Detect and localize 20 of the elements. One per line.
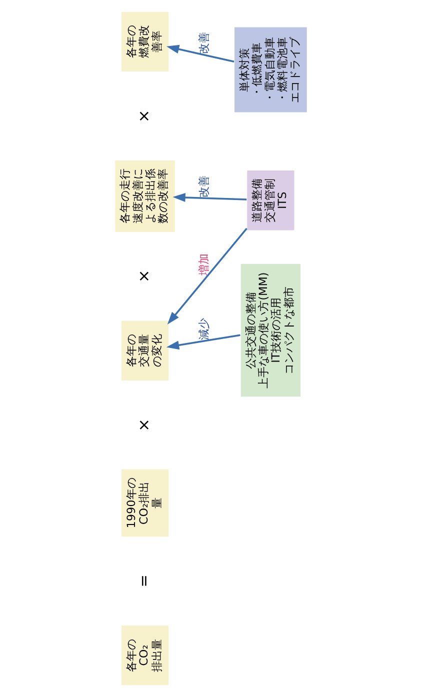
label: × <box>134 110 153 123</box>
edge-label: 改善 <box>197 175 210 198</box>
edge-label: 改善 <box>197 32 210 54</box>
node-box: 各年のCO₂排出量 <box>120 624 170 686</box>
arrow <box>166 334 240 350</box>
label: × <box>134 418 153 432</box>
arrow <box>167 228 248 324</box>
node-box: 各年の燃費改善率 <box>120 11 170 72</box>
node-box: 単体対策 ・低燃費車 ・電気自動車 ・燃料電池車 エコドライブ <box>234 26 308 113</box>
edge-label: 減少 <box>197 318 210 340</box>
node-box: 公共交通の整備 上手な車の使い方(MM) IT技術の活用 コンパクトな都市 <box>240 263 302 398</box>
arrow <box>166 44 234 62</box>
edge-label: 増加 <box>197 253 210 276</box>
arrow <box>172 193 247 202</box>
label: = <box>134 574 153 588</box>
node-box: 各年の走行速度改善による排出係数の改善率 <box>114 160 176 233</box>
node-box: 1990年のCO₂排出量 <box>120 468 170 538</box>
node-box: 道路整備 交通管制 ITS <box>246 170 295 231</box>
node-box: 各年の交通量の変化 <box>120 320 170 382</box>
label: × <box>134 270 153 283</box>
